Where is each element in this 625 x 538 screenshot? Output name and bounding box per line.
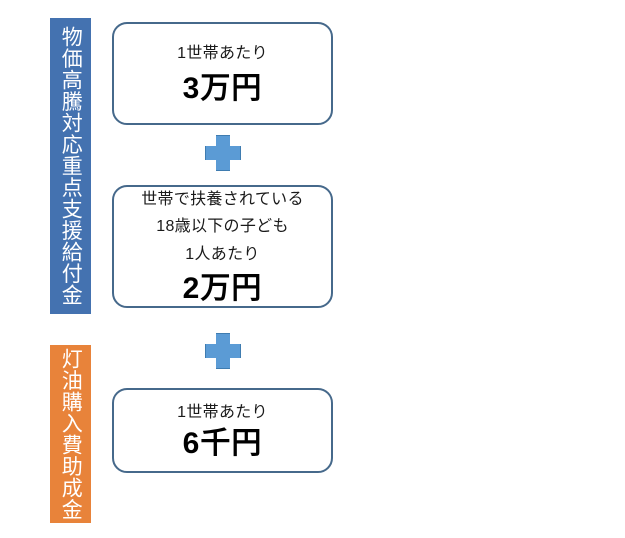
amount-box-kerosene: 1世帯あたり 6千円	[112, 388, 333, 473]
category-bar-kerosene-label: 灯油購入費助成金	[59, 348, 83, 520]
amount-box-child-caption-line2: 18歳以下の子ども	[156, 218, 289, 236]
plus-icon-fill-bottom	[217, 357, 229, 368]
category-bar-benefit-label: 物価高騰対応重点支援給付金	[59, 26, 83, 306]
amount-box-household: 1世帯あたり 3万円	[112, 22, 333, 125]
plus-icon-fill-bottom	[217, 159, 229, 170]
amount-box-household-amount: 3万円	[182, 71, 263, 105]
amount-box-child-amount: 2万円	[182, 271, 263, 305]
category-bar-benefit: 物価高騰対応重点支援給付金	[50, 18, 91, 314]
plus-icon	[205, 135, 241, 171]
amount-box-child-caption-line1: 世帯で扶養されている	[141, 191, 304, 209]
plus-icon	[205, 333, 241, 369]
plus-icon-fill-top	[217, 136, 229, 147]
category-bar-kerosene: 灯油購入費助成金	[50, 345, 91, 523]
amount-box-child-caption-line3: 1人あたり	[185, 245, 260, 263]
plus-icon-fill-right	[229, 345, 240, 357]
plus-icon-fill-top	[217, 334, 229, 345]
plus-icon-fill-left	[206, 147, 217, 159]
amount-box-household-caption: 1世帯あたり	[177, 45, 268, 63]
amount-box-child: 世帯で扶養されている 18歳以下の子ども 1人あたり 2万円	[112, 185, 333, 308]
amount-box-kerosene-caption: 1世帯あたり	[177, 404, 268, 422]
amount-box-kerosene-amount: 6千円	[182, 426, 263, 460]
plus-icon-fill-right	[229, 147, 240, 159]
plus-icon-fill-left	[206, 345, 217, 357]
